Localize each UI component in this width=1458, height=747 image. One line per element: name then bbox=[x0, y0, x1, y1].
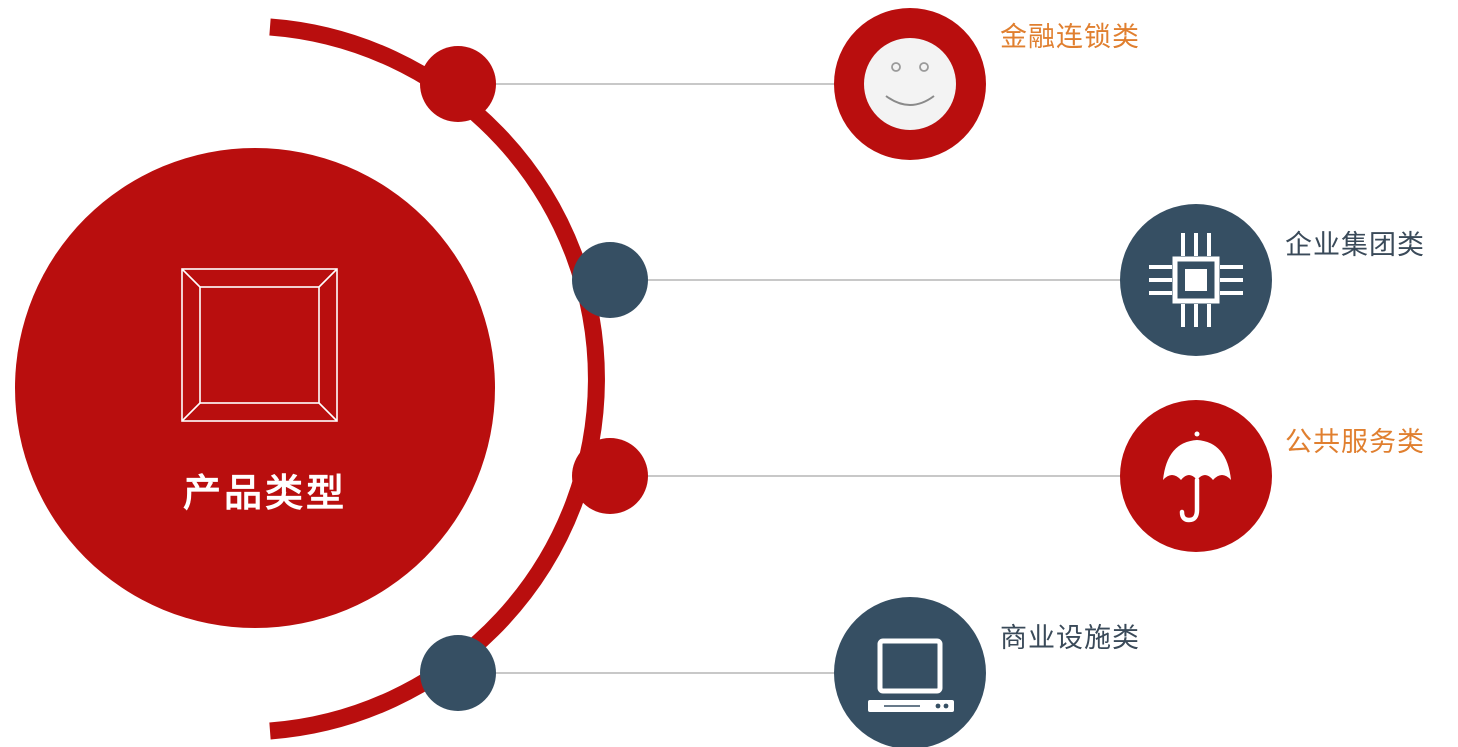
category-label-public-service: 公共服务类 bbox=[1285, 427, 1425, 458]
category-label-enterprise: 企业集团类 bbox=[1285, 230, 1425, 261]
arc-node-3 bbox=[572, 438, 648, 514]
arc-node-4 bbox=[420, 635, 496, 711]
arc-node-2 bbox=[572, 242, 648, 318]
smiley-icon bbox=[834, 8, 986, 160]
center-title: 产品类型 bbox=[182, 471, 347, 515]
frame-icon bbox=[181, 268, 338, 422]
umbrella-icon bbox=[1120, 400, 1272, 552]
computer-icon bbox=[834, 597, 986, 747]
chip-icon bbox=[1120, 204, 1272, 356]
category-label-finance: 金融连锁类 bbox=[1000, 22, 1140, 53]
arc-node-1 bbox=[420, 46, 496, 122]
category-label-commercial: 商业设施类 bbox=[1000, 623, 1140, 654]
center-circle bbox=[15, 148, 495, 628]
